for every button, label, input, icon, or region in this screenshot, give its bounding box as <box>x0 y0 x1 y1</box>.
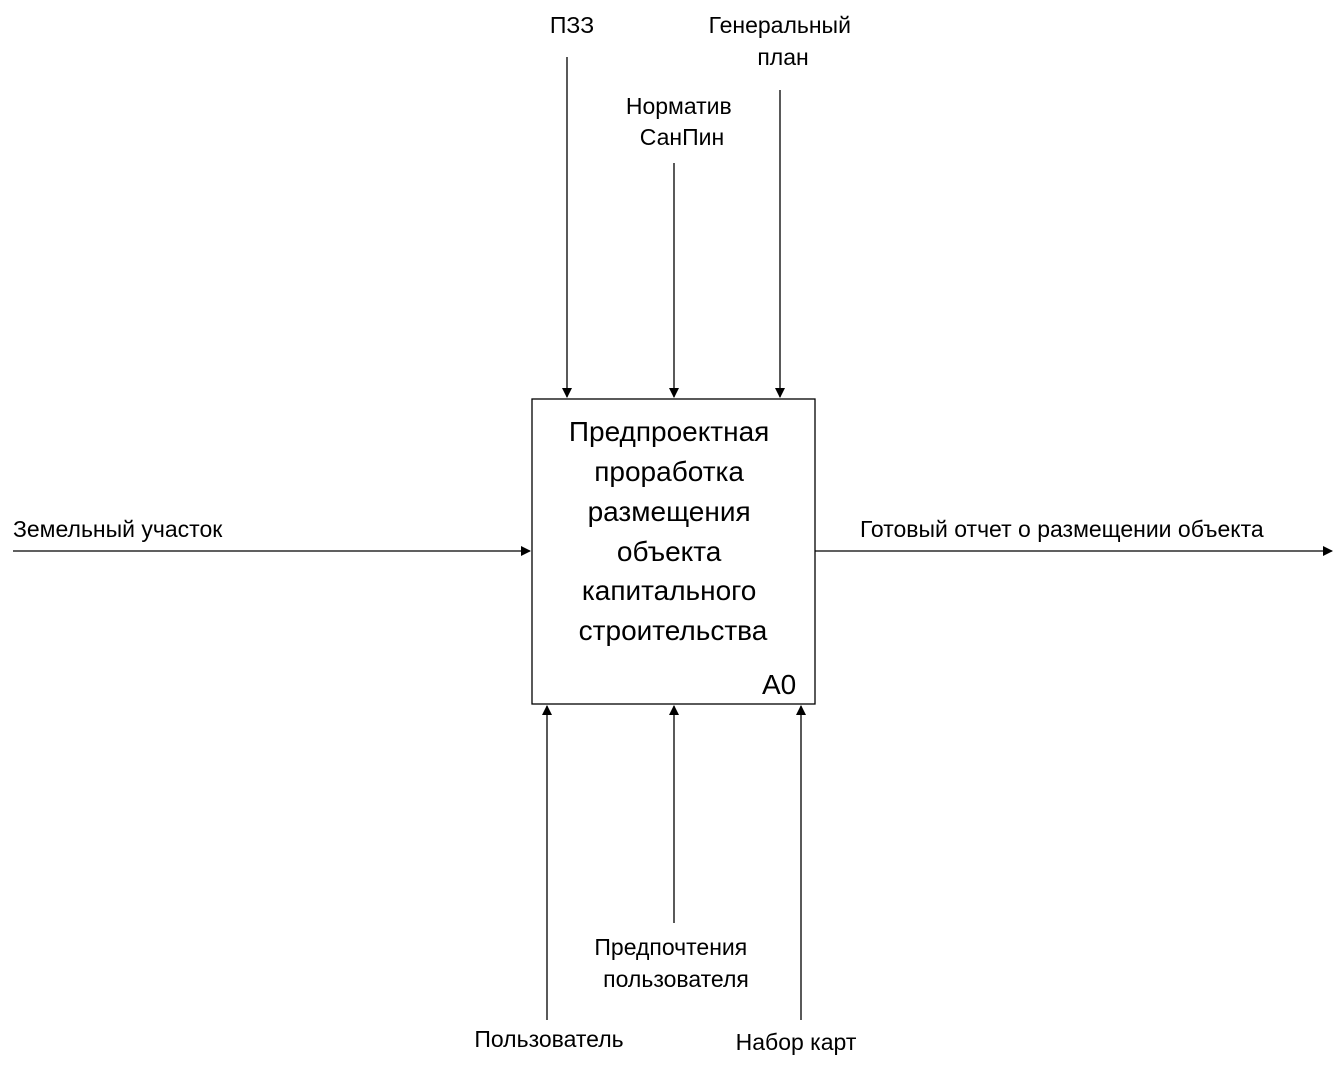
mechanism-label-preferences: Предпочтения пользователя <box>594 934 753 992</box>
control-label-sanpin: Норматив СанПин <box>626 93 738 150</box>
mechanism-label-user: Пользователь <box>474 1026 623 1052</box>
mechanism-label-maps: Набор карт <box>736 1029 857 1055</box>
activity-title-line: капитального <box>582 575 756 606</box>
activity-node-id: A0 <box>762 669 796 700</box>
output-label: Готовый отчет о размещении объекта <box>860 516 1264 542</box>
activity-box[interactable] <box>531 398 816 705</box>
activity-title: Предпроектная проработка размещения объе… <box>569 416 777 646</box>
control-label-pzz: ПЗЗ <box>550 12 594 38</box>
control-label-general-plan: Генеральный план <box>709 12 858 70</box>
activity-title-line: объекта <box>617 536 722 567</box>
activity-title-line: строительства <box>579 615 768 646</box>
input-label: Земельный участок <box>13 516 223 542</box>
activity-title-line: проработка <box>594 456 744 487</box>
activity-title-line: Предпроектная <box>569 416 769 447</box>
activity-title-line: размещения <box>588 496 751 527</box>
